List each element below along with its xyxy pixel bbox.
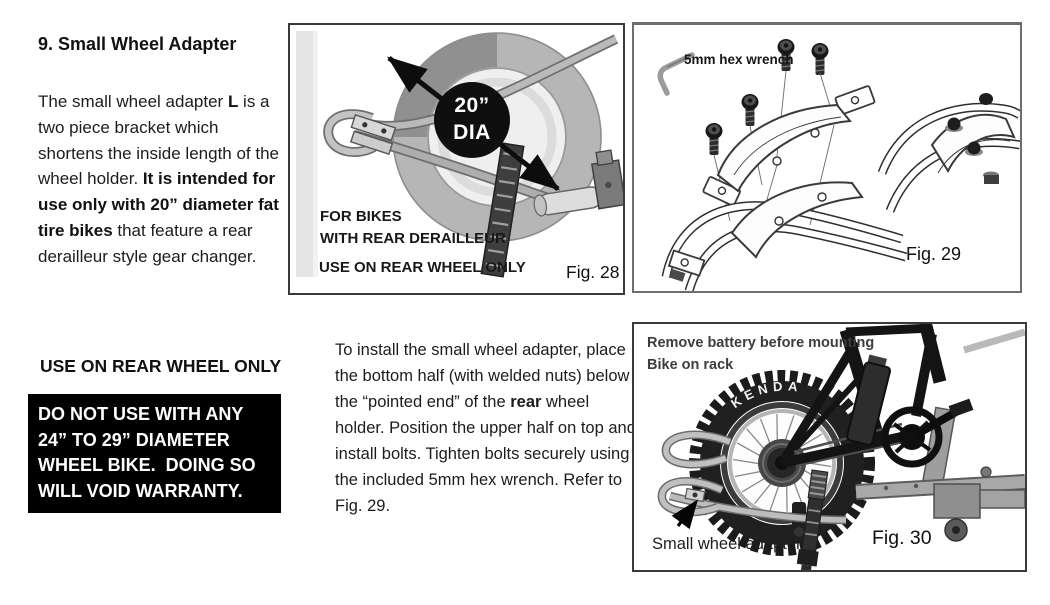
adapter-bracket-plates bbox=[349, 114, 397, 156]
install-paragraph: To install the small wheel adapter, plac… bbox=[335, 337, 637, 519]
warning-line: DO NOT USE WITH ANY bbox=[38, 404, 244, 424]
upper-hook-tube bbox=[661, 430, 732, 469]
wheel-strap bbox=[796, 469, 829, 570]
install-bold-rear: rear bbox=[510, 392, 542, 411]
figure-29-panel: 5mm hex wrench Fig. 29 bbox=[632, 22, 1022, 293]
intro-text-1: The small wheel adapter bbox=[38, 92, 228, 111]
intro-bold-L: L bbox=[227, 92, 239, 111]
install-text-2: wheel holder. Position the upper half on… bbox=[335, 392, 636, 515]
scan-artifact-strip bbox=[296, 31, 318, 277]
assembled-adapter bbox=[877, 93, 1020, 213]
intro-text-2: is a two piece bracket which shortens th… bbox=[38, 92, 279, 189]
battery-pack bbox=[846, 354, 891, 446]
battery-note-line: Bike on rack bbox=[647, 357, 734, 373]
warning-line: WILL VOID WARRANTY. bbox=[38, 480, 243, 501]
upper-bracket-half bbox=[702, 85, 876, 207]
small-wheel-adapter-label: Small wheel adapter bbox=[652, 535, 802, 553]
bike-on-rack-illustration: KENDA bbox=[657, 324, 1025, 570]
intro-bold-20in: It is intended for use only with 20” dia… bbox=[38, 169, 279, 240]
rear-wheel-note: USE ON REAR WHEEL ONLY bbox=[40, 356, 282, 376]
fig28-caption: Fig. 28 bbox=[566, 262, 620, 282]
intro-text-3: that feature a rear derailleur style gea… bbox=[38, 220, 257, 266]
figure-30-panel: KENDA bbox=[632, 322, 1027, 572]
section-heading: 9. Small Wheel Adapter bbox=[38, 34, 237, 54]
diameter-badge-text: 20” DIA bbox=[434, 92, 510, 146]
fig29-caption: Fig. 29 bbox=[906, 244, 962, 264]
warranty-warning-box: DO NOT USE WITH ANY 24” TO 29” DIAMETER … bbox=[28, 394, 281, 513]
figure-28-panel: 20” DIA FOR BIKES WITH REAR DERAILLEUR USE… bbox=[288, 23, 625, 295]
fig30-caption: Fig. 30 bbox=[872, 527, 932, 549]
diameter-badge-circle bbox=[434, 82, 510, 158]
warning-line: WHEEL BIKE. DOING SO bbox=[38, 455, 256, 475]
intro-paragraph: The small wheel adapter L is a two piece… bbox=[38, 89, 282, 270]
clamp-housing bbox=[591, 149, 623, 210]
hitch-rack-rail bbox=[855, 466, 1025, 542]
warning-line: 24” TO 29” DIAMETER bbox=[38, 429, 230, 450]
crankset bbox=[881, 398, 974, 468]
battery-note-line: Remove battery before mounting bbox=[647, 335, 875, 351]
wheel-holder-cylinder bbox=[533, 186, 603, 217]
bracket-assembly-diagram bbox=[657, 38, 1020, 291]
fig28-derailleur-note: FOR BIKES WITH REAR DERAILLEUR bbox=[320, 206, 506, 249]
adapter-pointer-arrow bbox=[671, 499, 698, 530]
fig28-note-line: WITH REAR DERAILLEUR bbox=[320, 229, 506, 247]
wheel-diameter-diagram bbox=[296, 31, 623, 278]
diameter-value: 20” bbox=[454, 94, 490, 117]
hex-wrench-label: 5mm hex wrench bbox=[684, 52, 794, 67]
install-text-1: To install the small wheel adapter, plac… bbox=[335, 340, 630, 411]
fig28-note-line: FOR BIKES bbox=[320, 208, 402, 225]
adapter-hook-tube bbox=[323, 109, 377, 157]
hex-wrench-icon bbox=[657, 52, 695, 96]
diameter-unit: DIA bbox=[453, 121, 491, 144]
fig28-rear-wheel-note: USE ON REAR WHEEL ONLY bbox=[319, 259, 526, 276]
lower-bracket-half bbox=[730, 181, 864, 259]
